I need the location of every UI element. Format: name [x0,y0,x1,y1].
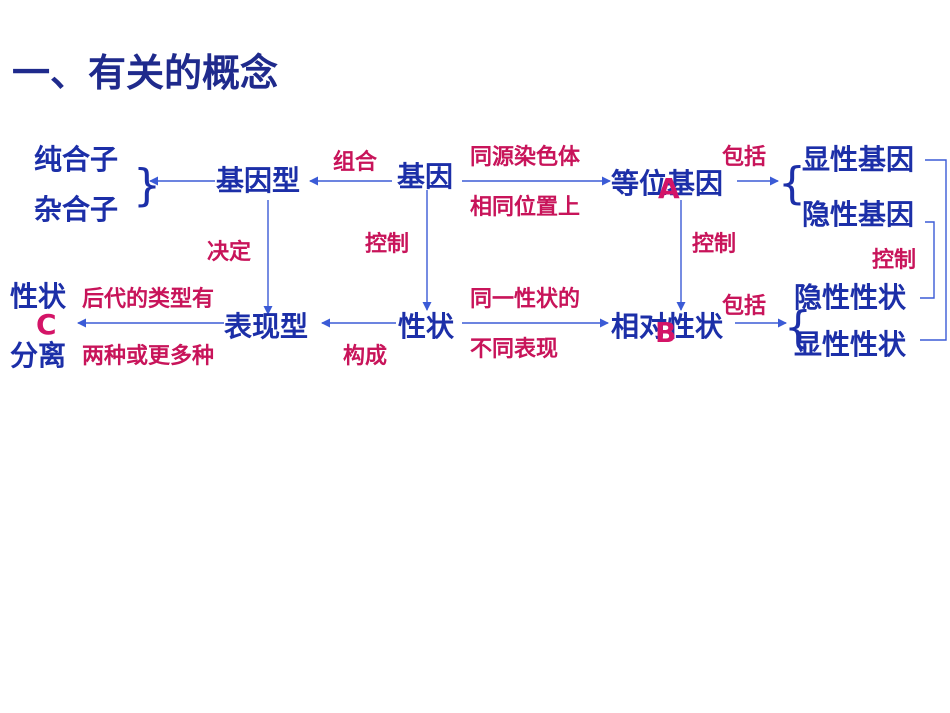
label-control-mid: 控制 [365,232,410,257]
brace-right-bottom: { [784,302,812,353]
node-dominant-gene: 显性基因 [802,143,915,176]
label-decide: 决定 [207,240,252,265]
node-pure: 纯合子 [34,143,119,176]
brace-left: } [133,160,161,211]
page-title: 一、有关的概念 [12,51,279,95]
label-different-expression: 不同表现 [470,337,559,362]
label-offspring-2: 两种或更多种 [82,344,215,369]
label-same-position: 相同位置上 [470,195,581,220]
label-offspring-1: 后代的类型有 [82,287,215,312]
node-trait-segregation-1: 性状 [10,280,67,313]
node-relative-trait: 相对性状 [611,310,724,343]
node-phenotype: 表现型 [224,310,309,343]
mark-a: A [658,172,680,205]
label-control-far: 控制 [872,248,917,273]
bracket-recessive-gene-to-recessive-trait [920,221,935,299]
node-recessive-gene: 隐性基因 [802,198,915,231]
node-trait: 性状 [398,310,455,343]
label-combine: 组合 [333,150,378,175]
bracket-dominant-gene-to-dominant-trait [920,159,947,341]
node-trait-segregation-2: 分离 [10,339,67,372]
node-dominant-trait: 显性性状 [794,328,907,361]
node-hybrid: 杂合子 [34,193,119,226]
mark-b: B [655,316,677,349]
mark-c: C [36,308,57,341]
node-genotype: 基因型 [216,164,301,197]
label-homolog: 同源染色体 [470,145,581,170]
label-include-top: 包括 [722,145,767,170]
label-compose: 构成 [343,344,388,369]
label-same-trait: 同一性状的 [470,287,581,312]
label-control-right: 控制 [692,232,737,257]
brace-right-top: { [778,158,806,209]
node-recessive-trait: 隐性性状 [794,281,907,314]
node-gene: 基因 [397,160,454,193]
label-include-bottom: 包括 [722,294,767,319]
node-allele: 等位基因 [611,167,724,200]
